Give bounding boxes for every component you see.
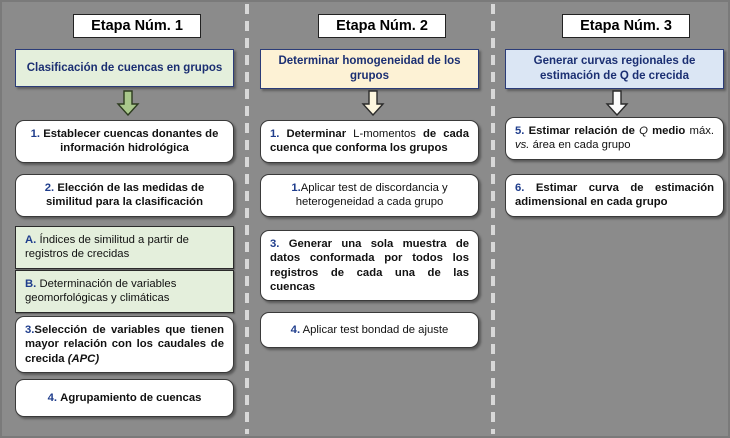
arrow-down-icon	[361, 90, 385, 116]
step-box-2-1: 1. Determinar L-momentos de cada cuenca …	[260, 120, 479, 163]
step-box-1-A: A. Índices de similitud a partir de regi…	[15, 226, 234, 269]
step-number: 4.	[290, 324, 301, 336]
step-box-1-2: 2. Elección de las medidas de similitud …	[15, 174, 234, 217]
step-number: 1.	[270, 128, 280, 140]
stage-2-title: Etapa Núm. 2	[318, 14, 446, 38]
step-number: 5.	[515, 125, 525, 137]
step-text-bold-a: Determinar	[286, 128, 354, 140]
step-number: 4.	[47, 392, 58, 404]
stage-column-2: Etapa Núm. 2 Determinar homogeneidad de …	[253, 2, 491, 436]
step-text-line2-a: máx.	[689, 125, 715, 137]
step-text-bold-b: medio	[647, 125, 686, 137]
step-number: A.	[25, 234, 37, 246]
step-text: Índices de similitud a partir de registr…	[25, 234, 189, 261]
step-text: Elección de las medidas de similitud par…	[46, 182, 205, 209]
step-number: 2.	[44, 182, 55, 194]
step-text-bold-b: de cada cuenca que conforma los grupos	[270, 128, 469, 155]
step-box-3-6: 6. Estimar curva de estimación adimensio…	[505, 174, 724, 217]
stage-1-title: Etapa Núm. 1	[73, 14, 201, 38]
step-text: Generar una sola muestra de datos confor…	[270, 238, 470, 294]
stage-2-header-box: Determinar homogeneidad de los grupos	[260, 49, 479, 89]
step-text: Aplicar test de discordancia y heterogen…	[295, 182, 448, 209]
step-text-acronym: (APC)	[67, 352, 100, 365]
step-box-1-3: 3.Selección de variables que tienen mayo…	[15, 316, 234, 374]
step-text: Estimar curva de estimación adimensional…	[515, 182, 715, 209]
stage-3-title: Etapa Núm. 3	[562, 14, 690, 38]
step-number: 3.	[25, 324, 35, 336]
step-number: 6.	[515, 182, 525, 194]
stage-2-header-text: Determinar homogeneidad de los grupos	[278, 55, 461, 82]
step-text: Aplicar test bondad de ajuste	[302, 324, 449, 336]
step-text: Agrupamiento de cuencas	[60, 392, 202, 404]
stage-1-header-box: Clasificación de cuencas en grupos	[15, 49, 234, 87]
step-box-1-1: 1. Establecer cuencas donantes de inform…	[15, 120, 234, 163]
step-number: B.	[25, 278, 37, 290]
step-text: Selección de variables que tienen mayor …	[25, 324, 224, 365]
step-text-line2-vs: vs.	[515, 139, 530, 152]
step-number: 3.	[270, 238, 280, 250]
step-box-3-5: 5. Estimar relación de Q medio máx. vs. …	[505, 117, 724, 160]
stage-column-1: Etapa Núm. 1 Clasificación de cuencas en…	[8, 2, 246, 436]
stage-3-header-box: Generar curvas regionales de estimación …	[505, 49, 724, 89]
step-box-2-4: 4. Aplicar test bondad de ajuste	[260, 312, 479, 349]
arrow-down-icon	[116, 90, 140, 116]
step-symbol-q: Q	[639, 125, 648, 137]
stage-3-header-text-part2: de crecida	[628, 69, 689, 82]
step-text-line2-b: área en cada grupo	[529, 139, 631, 152]
step-text-bold-a: Estimar relación de	[528, 125, 640, 137]
stage-3-header-symbol-q: Q	[619, 69, 629, 82]
column-divider-1	[245, 4, 249, 434]
step-text: Determinación de variables geomorfológic…	[25, 278, 177, 305]
step-text-regular: L-momentos	[353, 128, 424, 140]
step-box-2-2: 1.Aplicar test de discordancia y heterog…	[260, 174, 479, 217]
step-number: 1.	[30, 128, 41, 140]
column-divider-2	[491, 4, 495, 434]
step-box-1-B: B. Determinación de variables geomorfoló…	[15, 270, 234, 313]
step-box-2-3: 3. Generar una sola muestra de datos con…	[260, 230, 479, 302]
step-number: 1.	[291, 182, 301, 194]
stage-3-header-text-part1: Generar curvas regionales de estimación …	[533, 55, 696, 82]
step-text: Establecer cuencas donantes de informaci…	[43, 128, 219, 155]
arrow-down-icon	[605, 90, 629, 116]
stage-column-3: Etapa Núm. 3 Generar curvas regionales d…	[498, 2, 728, 436]
stage-1-header-text: Clasificación de cuencas en grupos	[26, 61, 223, 74]
step-box-1-4: 4. Agrupamiento de cuencas	[15, 379, 234, 418]
